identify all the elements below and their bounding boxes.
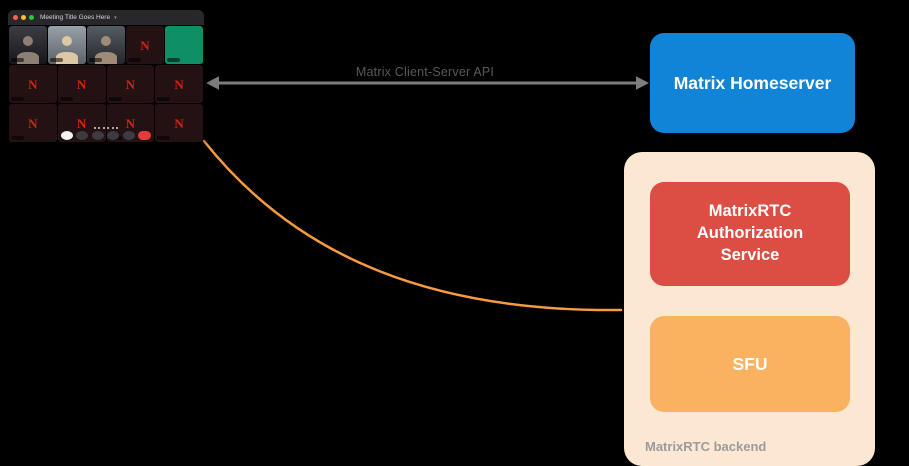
window-title: Meeting Title Goes Here xyxy=(40,14,111,21)
avatar-initial: N xyxy=(28,76,38,92)
backend-label: MatrixRTC backend xyxy=(645,439,767,454)
window-minimize-button[interactable] xyxy=(21,15,26,20)
homeserver-label: Matrix Homeserver xyxy=(673,72,832,93)
participant-avatar-tile[interactable]: N xyxy=(9,104,57,142)
matrix-homeserver-box: Matrix Homeserver xyxy=(650,33,855,133)
participant-name-pill xyxy=(11,58,24,62)
avatar-initial: N xyxy=(76,76,87,92)
chevron-down-icon: ▾ xyxy=(114,14,117,21)
participant-accent-tile[interactable] xyxy=(165,26,203,64)
avatar-initial: N xyxy=(125,76,136,92)
participant-avatar-tile[interactable]: N xyxy=(106,65,155,103)
participant-avatar-tile[interactable]: N xyxy=(57,65,106,103)
arrow-head-left xyxy=(206,76,219,90)
leave-button[interactable] xyxy=(138,131,152,140)
window-zoom-button[interactable] xyxy=(29,15,34,20)
settings-button[interactable] xyxy=(122,131,135,140)
participant-name-pill xyxy=(157,136,171,140)
participant-avatar-tile[interactable]: N xyxy=(155,104,203,142)
sfu-label: SFU xyxy=(732,353,768,374)
avatar-initial: N xyxy=(76,115,87,131)
call-to-backend-connector xyxy=(202,139,623,312)
participant-name-pill xyxy=(167,58,180,62)
participant-avatar-tile[interactable]: N xyxy=(155,65,203,103)
participant-name-pill xyxy=(50,58,63,62)
participant-name-pill xyxy=(11,136,24,140)
participant-name-pill xyxy=(89,58,102,62)
matrixrtc-auth-service-box: MatrixRTC Authorization Service xyxy=(650,182,850,286)
participant-video-tile[interactable] xyxy=(9,26,47,64)
participant-name-pill xyxy=(108,97,122,101)
chat-button[interactable] xyxy=(107,131,120,140)
participant-video-tile[interactable] xyxy=(48,26,86,64)
call-control-buttons xyxy=(60,131,152,140)
avatar-initial: N xyxy=(174,76,184,92)
participant-name-pill xyxy=(11,97,24,101)
arrow-head-right xyxy=(636,76,649,90)
participant-grid: N N N N N N N N N xyxy=(8,25,204,143)
participant-avatar-tile[interactable]: N xyxy=(9,65,57,103)
window-titlebar: Meeting Title Goes Here ▾ xyxy=(8,10,204,25)
screenshare-button[interactable] xyxy=(91,131,104,140)
avatar-initial: N xyxy=(174,115,184,131)
camera-button[interactable] xyxy=(76,131,89,140)
sfu-box: SFU xyxy=(650,316,850,412)
avatar-initial: N xyxy=(28,115,38,131)
tile-row: N xyxy=(9,26,203,64)
participant-video-tile[interactable] xyxy=(87,26,125,64)
microphone-button[interactable] xyxy=(60,131,73,140)
participant-avatar-tile[interactable]: N xyxy=(126,26,164,64)
avatar-initial: N xyxy=(125,115,136,131)
participant-name-pill xyxy=(157,97,171,101)
client-server-api-label: Matrix Client-Server API xyxy=(355,65,495,79)
participant-name-pill xyxy=(59,97,73,101)
auth-service-label: MatrixRTC Authorization Service xyxy=(696,202,804,264)
video-call-window: Meeting Title Goes Here ▾ N N N N N N N N N xyxy=(8,10,204,143)
window-close-button[interactable] xyxy=(13,15,18,20)
avatar-initial: N xyxy=(140,37,150,53)
matrixrtc-backend-container: MatrixRTC Authorization Service SFU Matr… xyxy=(624,152,875,466)
participant-name-pill xyxy=(128,58,141,62)
